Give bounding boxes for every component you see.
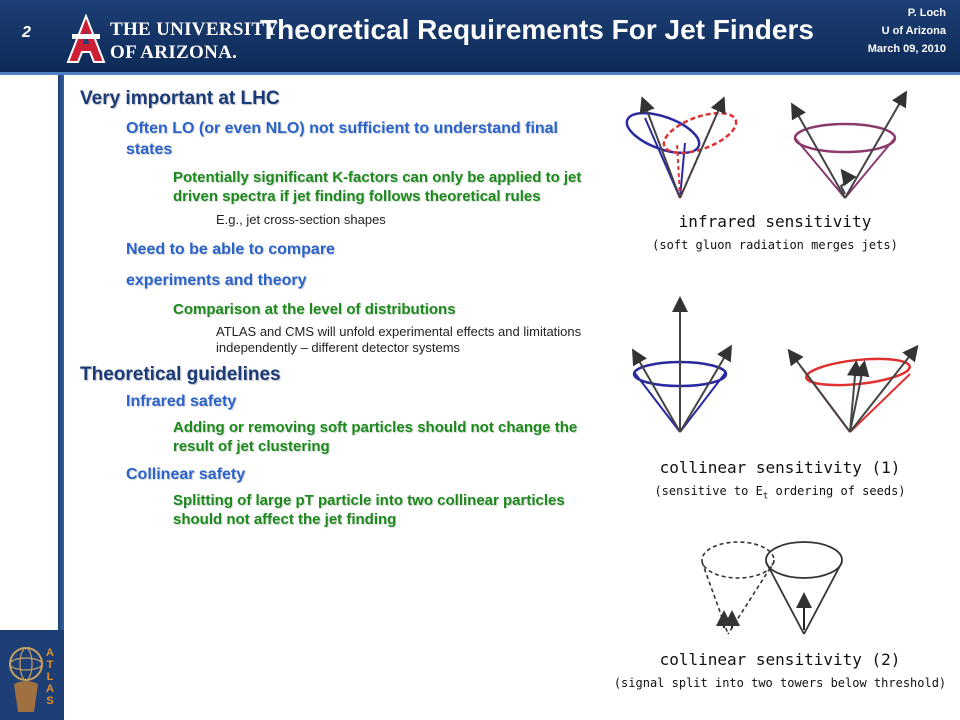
affiliation: U of Arizona (881, 25, 946, 37)
bullet-collinear-safety: Collinear safety (126, 466, 246, 483)
fig2-subcaption-post: ordering of seeds) (768, 484, 906, 498)
infrared-sensitivity-diagram (625, 90, 907, 199)
slide-header (0, 0, 960, 72)
section-heading-lhc: Very important at LHC (80, 88, 280, 109)
header-rule (0, 72, 960, 75)
fig2-subcaption-pre: (sensitive to E (654, 484, 763, 498)
atlas-logo-icon: A T L A S (9, 647, 54, 712)
section-heading-guidelines: Theoretical guidelines (80, 364, 281, 385)
blue-cone-icon (632, 296, 733, 433)
left-sidebar-rule (58, 75, 64, 720)
fig1-subcaption: (soft gluon radiation merges jets) (652, 238, 898, 252)
atlas-letter: L (47, 671, 54, 683)
fig3-subcaption: (signal split into two towers below thre… (613, 676, 947, 690)
presenter-info: P. Loch U of Arizona March 09, 2010 (868, 4, 946, 58)
solid-cone-icon (765, 541, 843, 635)
collinear-sensitivity-1-diagram (632, 296, 919, 433)
subbullet-soft-particles: Adding or removing soft particles should… (173, 419, 578, 455)
dashed-cone-icon (701, 541, 775, 635)
presentation-date: March 09, 2010 (867, 43, 946, 55)
slide-title: Theoretical Requirements For Jet Finders (260, 14, 814, 45)
slide-number: 2 (22, 24, 31, 41)
atlas-letter: A (46, 647, 54, 659)
fig2-subscript: t (762, 491, 769, 502)
bullet-compare: Need to be able to compare (126, 241, 335, 258)
atlas-letter: T (47, 659, 54, 671)
arizona-a-icon (66, 14, 106, 63)
fig2-subcaption: (sensitive to Et ordering of seeds) (615, 484, 945, 501)
bullet-experiments-theory: experiments and theory (126, 272, 307, 289)
atlas-letter: S (46, 695, 53, 707)
university-logo: THE UNIVERSITY OF ARIZONA. (66, 14, 278, 64)
fig1-caption: infrared sensitivity (678, 212, 872, 231)
logo-wordmark-line2: OF ARIZONA. (110, 42, 238, 63)
bullet-infrared-safety: Infrared safety (126, 393, 237, 410)
slide-body: Very important at LHC Often LO (or even … (80, 86, 595, 529)
single-jet-cone-icon (791, 90, 907, 199)
logo-wordmark-line1: THE UNIVERSITY (110, 19, 279, 40)
atlas-letter: A (46, 683, 54, 695)
bullet-lo-nlo: Often LO (or even NLO) not sufficient to… (126, 120, 558, 158)
subsubbullet-cross-section: E.g., jet cross-section shapes (216, 212, 386, 227)
subbullet-k-factors: Potentially significant K-factors can on… (173, 169, 582, 205)
fig3-caption: collinear sensitivity (2) (659, 650, 901, 669)
subsubbullet-unfold: ATLAS and CMS will unfold experimental e… (216, 324, 582, 355)
red-cone-icon (787, 344, 919, 433)
fig2-caption: collinear sensitivity (1) (659, 458, 901, 477)
two-jet-cones-icon (625, 96, 738, 199)
author: P. Loch (907, 7, 946, 19)
subbullet-distributions: Comparison at the level of distributions (173, 301, 456, 318)
subbullet-splitting: Splitting of large pT particle into two … (173, 492, 565, 528)
collinear-sensitivity-2-diagram (701, 541, 843, 635)
left-sidebar (0, 75, 58, 720)
